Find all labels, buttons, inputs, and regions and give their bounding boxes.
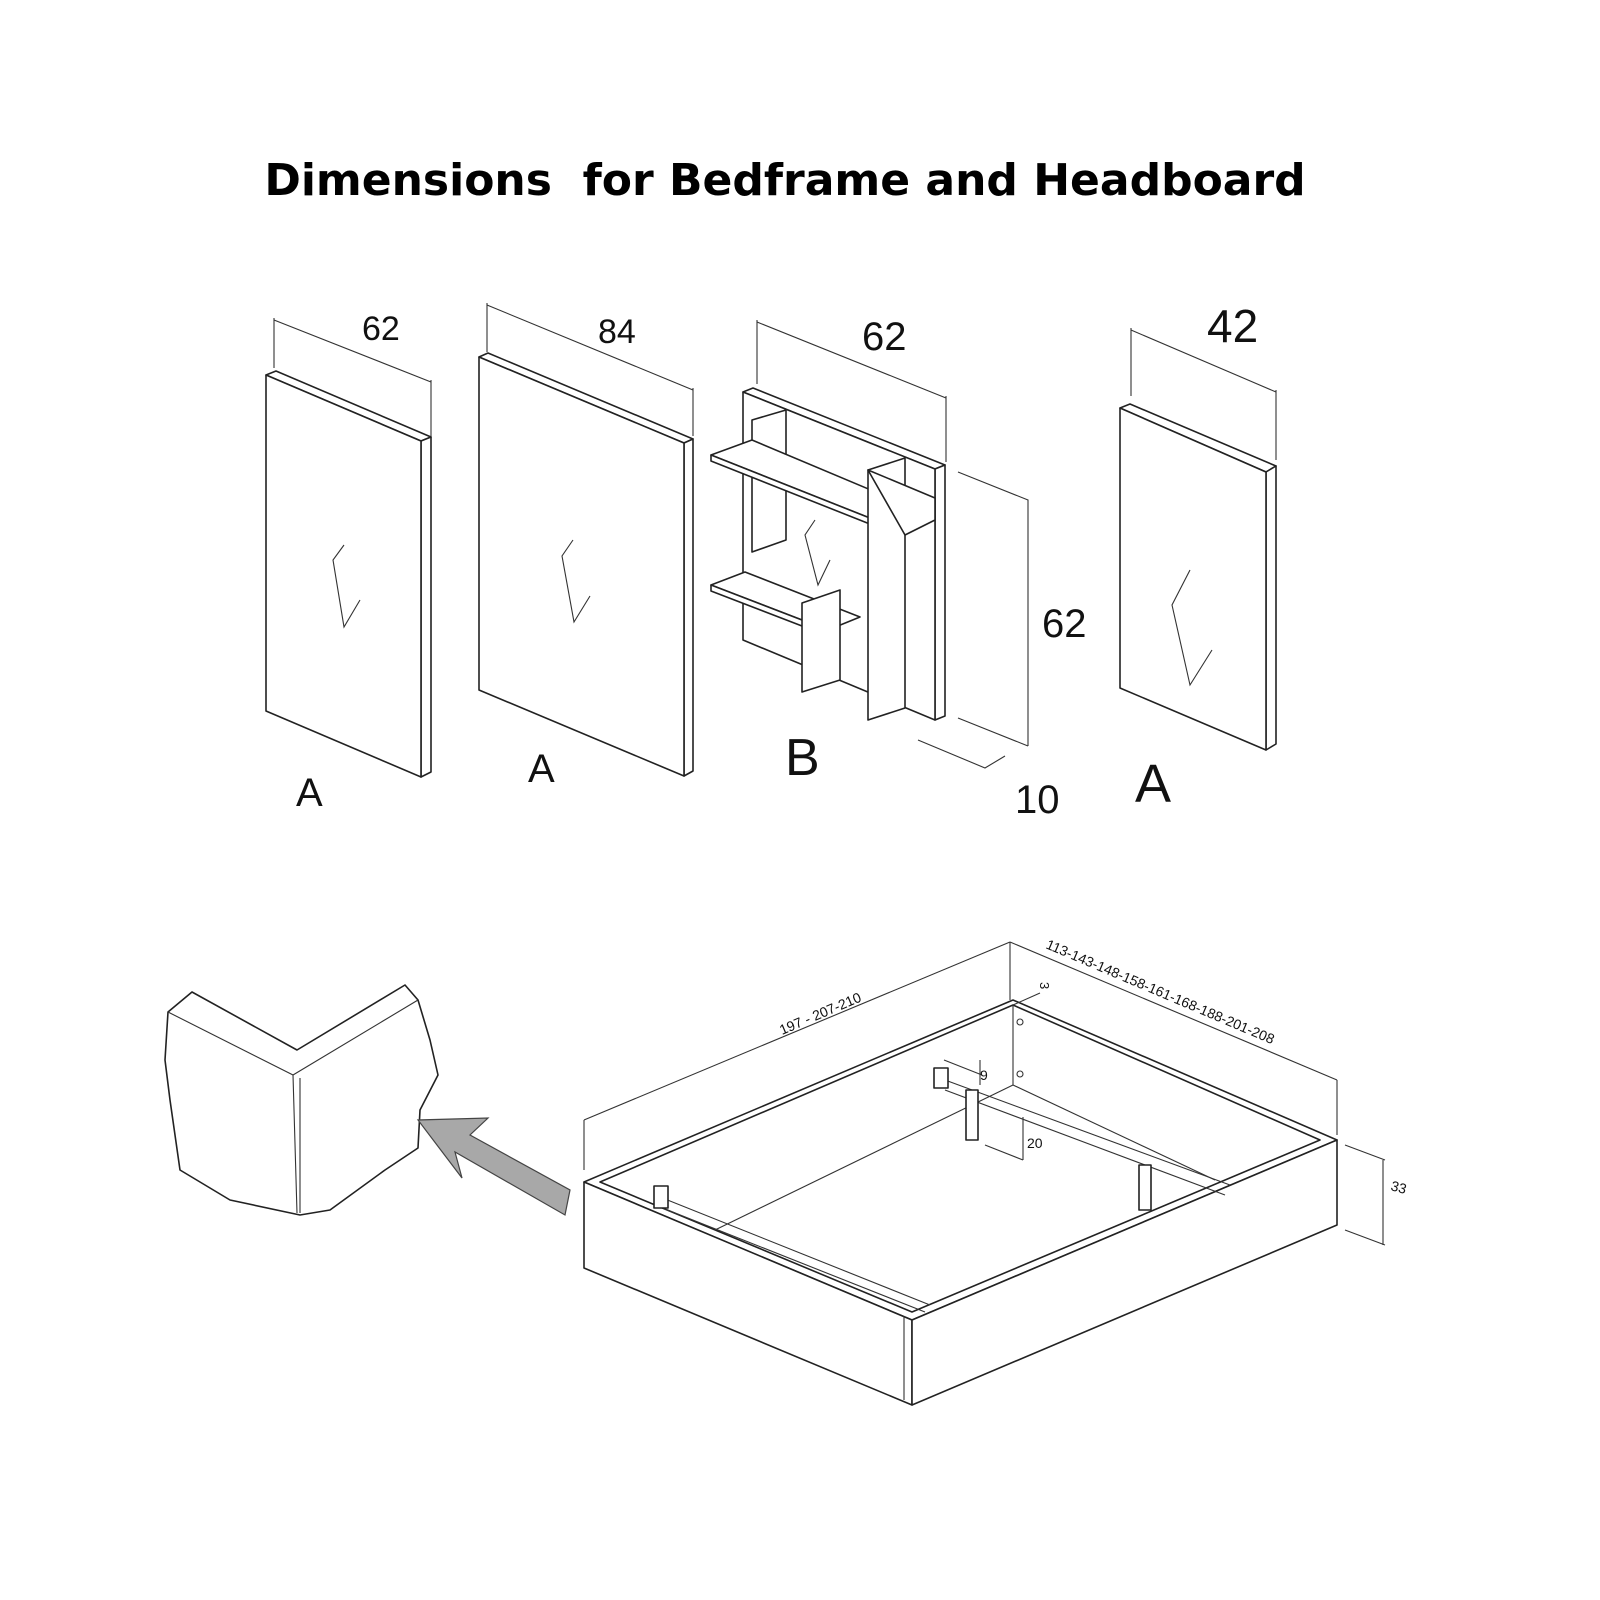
panel-4-width: 42	[1207, 300, 1258, 352]
panel-2-label: A	[528, 747, 555, 791]
bedframe-drawing: 197 - 207-210 113-143-148-158-161-168-18…	[583, 936, 1409, 1406]
panel-b-height: 62	[1042, 602, 1087, 646]
headboard-panel-a-2: 84 A	[478, 303, 694, 791]
panel-1-label: A	[296, 771, 323, 815]
leg-height-dimension: 20	[1027, 1135, 1043, 1151]
panel-2-width: 84	[598, 313, 636, 351]
headboard-panel-a-1: 62 A	[265, 310, 432, 815]
panel-b-width: 62	[862, 315, 907, 359]
panel-4-label: A	[1135, 754, 1171, 814]
panel-b-depth: 10	[1015, 778, 1060, 822]
headboard-panel-a-3: 42 A	[1119, 300, 1277, 814]
rim-thickness-dimension: 3	[1037, 982, 1052, 989]
panel-b-label: B	[785, 729, 820, 787]
frame-height-dimension: 33	[1389, 1177, 1408, 1197]
rail-offset-dimension: 9	[980, 1067, 988, 1083]
panel-1-width: 62	[362, 310, 400, 348]
headboard-shelf-panel-b: 62 62 10 B	[710, 315, 1087, 822]
bed-length-dimension: 197 - 207-210	[777, 989, 864, 1038]
page-title: Dimensions for Bedframe and Headboard	[264, 155, 1306, 206]
arrow-icon	[416, 1117, 571, 1216]
corner-joint-detail	[164, 984, 571, 1216]
